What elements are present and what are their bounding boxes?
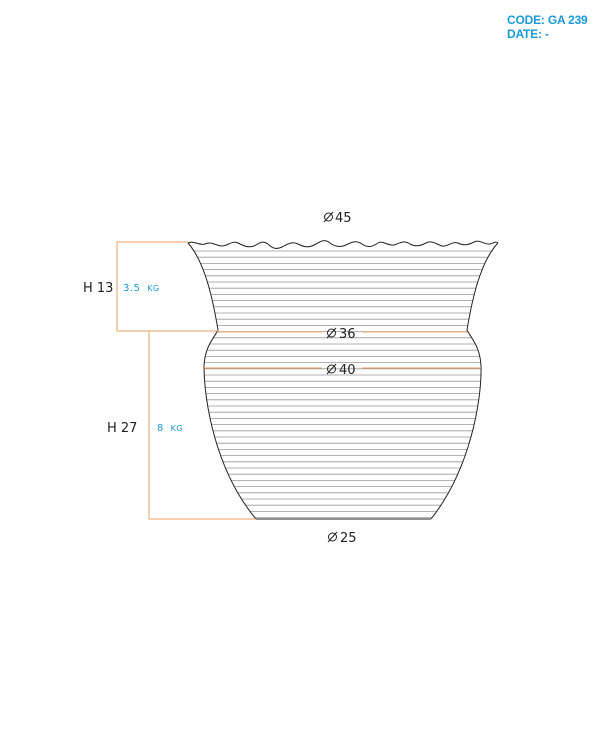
base-diameter-value: 25 (340, 531, 357, 546)
upper-weight-label: 3.5 KG (123, 283, 160, 294)
vase-rim (187, 240, 499, 249)
lower-weight-value: 8 (157, 423, 164, 434)
vase-left-contour (187, 242, 257, 520)
neck-diameter-label: 36 (326, 327, 356, 342)
date-label: DATE: (507, 27, 542, 41)
base-diameter-label: 25 (327, 531, 357, 546)
diameter-slash (323, 211, 334, 223)
upper-height-label: H 13 (83, 281, 113, 296)
diameter-slash (326, 363, 337, 375)
vase-hatching (188, 250, 498, 518)
diameter-symbol-icon (327, 364, 336, 374)
vase-right-contour (430, 242, 499, 520)
diameter-symbol-icon (328, 532, 337, 542)
lower-weight-label: 8 KG (157, 423, 183, 434)
upper-height-bracket (116, 241, 218, 332)
lower-weight-unit: KG (171, 424, 183, 433)
top-diameter-label: 45 (323, 211, 352, 226)
code-line: CODE: GA 239 (507, 13, 588, 27)
belly-diameter-value: 40 (339, 363, 356, 378)
code-block: CODE: GA 239 DATE: - (507, 13, 588, 41)
top-diameter-value: 45 (335, 211, 352, 226)
dimension-lines (116, 241, 481, 520)
diameter-slash (326, 327, 337, 339)
code-value: GA 239 (547, 13, 588, 27)
diameter-symbol-icon (327, 328, 336, 338)
code-label: CODE: (507, 13, 545, 27)
upper-weight-unit: KG (147, 284, 159, 293)
date-value: - (544, 27, 549, 41)
neck-diameter-value: 36 (339, 327, 356, 342)
lower-height-bracket (148, 331, 256, 520)
diameter-symbol-icon (324, 212, 333, 222)
diameter-slash (327, 531, 338, 543)
lower-height-label: H 27 (107, 421, 137, 436)
vase-outline (187, 240, 499, 520)
upper-weight-value: 3.5 (123, 283, 140, 294)
belly-diameter-label: 40 (326, 363, 356, 378)
date-line: DATE: - (507, 27, 588, 41)
